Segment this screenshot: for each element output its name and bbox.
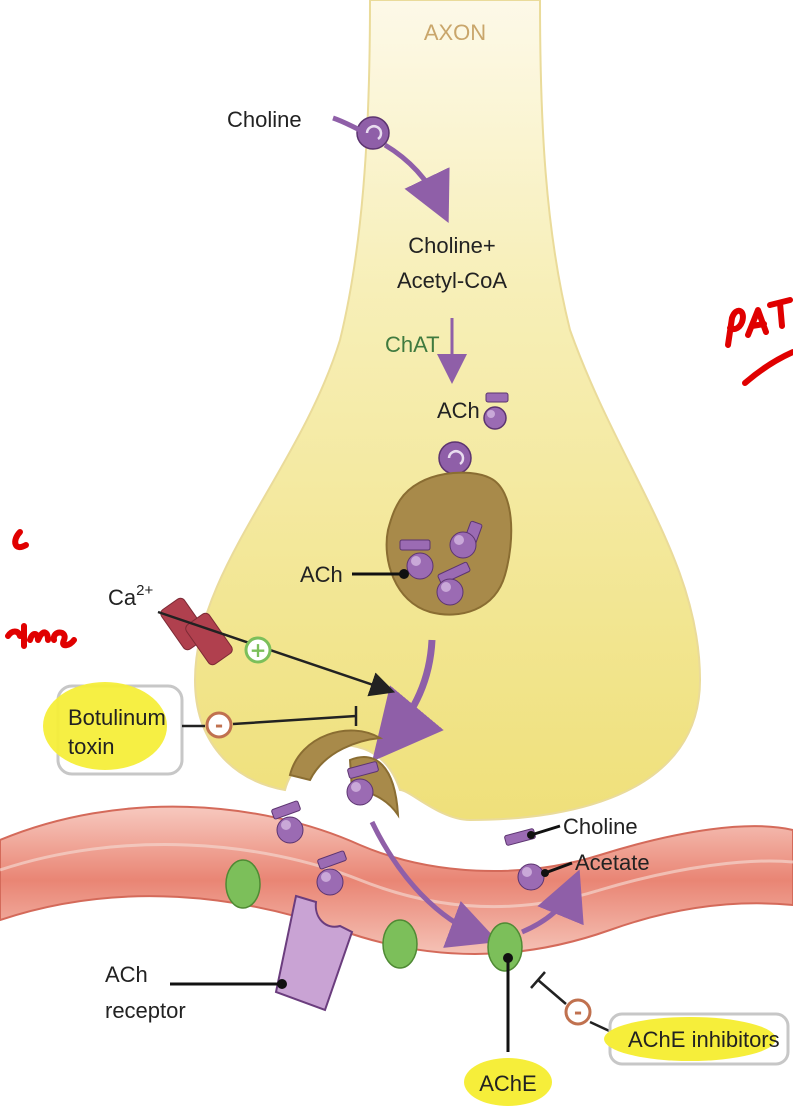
ache-enzyme [488, 923, 522, 971]
ache-label: AChE [479, 1071, 536, 1096]
botulinum-label-line2: toxin [68, 734, 114, 759]
ache-inhibits-badge: - [566, 1000, 590, 1024]
choline-output-label: Choline [563, 814, 638, 839]
botulinum-toxin-box: Botulinum toxin [43, 682, 182, 774]
ache-inhibitors-box: AChE inhibitors [604, 1014, 788, 1064]
handwritten-annotation-right [728, 300, 793, 383]
membrane-protein-left [226, 860, 260, 908]
svg-text:-: - [574, 1000, 582, 1024]
svg-text:+: + [250, 638, 267, 662]
svg-text:-: - [215, 713, 223, 737]
axon-label: AXON [424, 20, 486, 45]
choline-out-pointer [531, 826, 560, 835]
acetate-label: Acetate [575, 850, 650, 875]
ach-receptor-label-line1: ACh [105, 962, 148, 987]
ach-molecule-icon [484, 393, 508, 429]
chat-label: ChAT [385, 332, 440, 357]
choline-input-label: Choline [227, 107, 302, 132]
ach-receptor-label-line2: receptor [105, 998, 186, 1023]
ach-vesicle-label: ACh [300, 562, 343, 587]
calcium-label: Ca2+ [108, 582, 153, 610]
calcium-stimulates-badge: + [246, 638, 270, 662]
choline-molecule-icon [357, 117, 389, 149]
membrane-protein-mid [383, 920, 417, 968]
botulinum-label-line1: Botulinum [68, 705, 166, 730]
acetyl-coa-label: Acetyl-CoA [397, 268, 507, 293]
acetate-product-icon [518, 864, 544, 890]
handwritten-annotation-left [8, 532, 74, 646]
ach-synthesized-label: ACh [437, 398, 480, 423]
ache-inhibitors-label: AChE inhibitors [628, 1027, 780, 1052]
choline-plus-label: Choline+ [408, 233, 495, 258]
botulinum-inhibits-badge: - [207, 713, 231, 737]
vesicle-transporter-icon [439, 442, 471, 474]
